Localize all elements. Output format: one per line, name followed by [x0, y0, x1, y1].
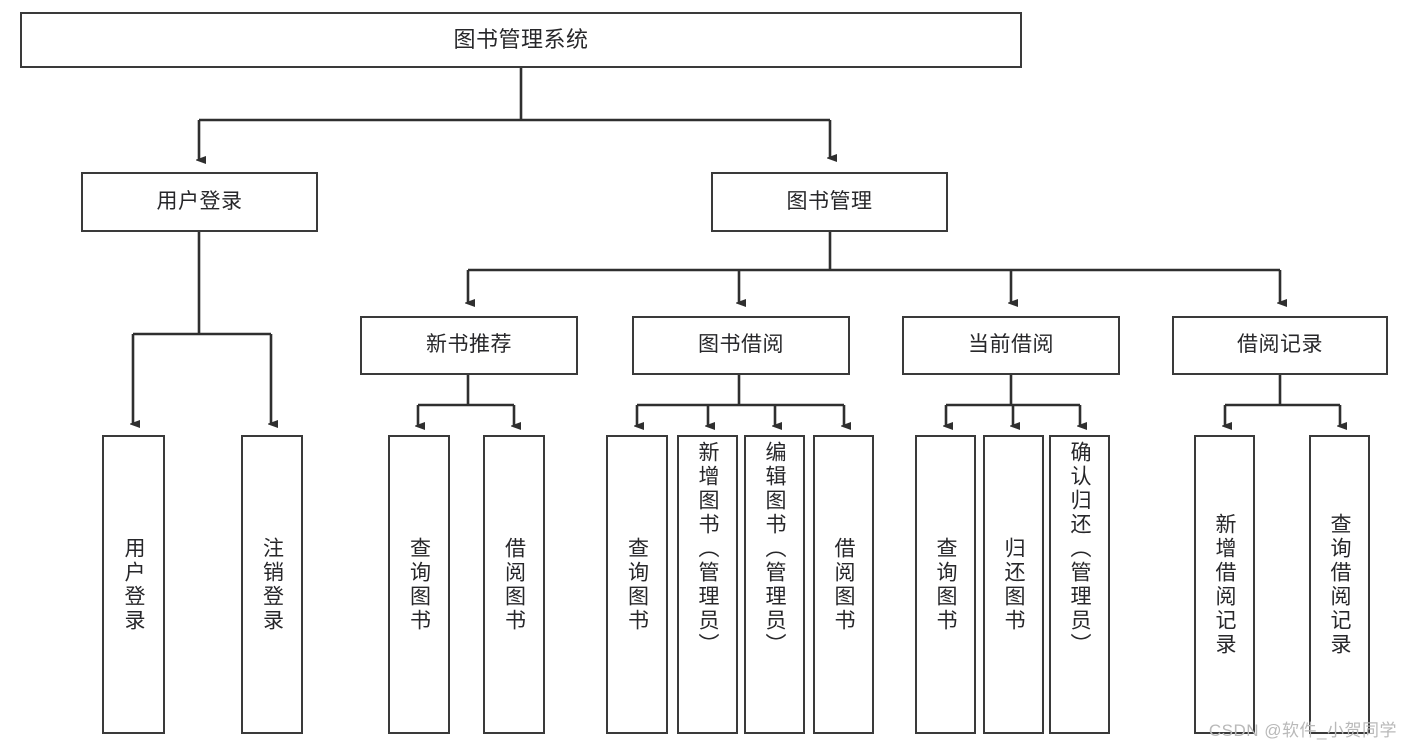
leaf-add-book-admin[interactable]: 新增图书（管理员）	[677, 435, 738, 734]
node-label: 新增借阅记录	[1213, 512, 1236, 657]
node-book-borrow[interactable]: 图书借阅	[632, 316, 850, 375]
node-label: 查询图书	[625, 536, 649, 633]
node-book-management[interactable]: 图书管理	[711, 172, 948, 232]
leaf-return-book[interactable]: 归还图书	[983, 435, 1044, 734]
node-label: 图书管理系统	[453, 27, 589, 53]
node-label: 用户登录	[122, 536, 145, 633]
node-new-book-recommend[interactable]: 新书推荐	[360, 316, 578, 375]
leaf-user-login[interactable]: 用户登录	[102, 435, 165, 734]
node-label: 编辑图书（管理员）	[763, 441, 786, 657]
node-label: 新增图书（管理员）	[696, 441, 719, 657]
node-label: 新书推荐	[426, 333, 512, 357]
node-label: 图书借阅	[698, 333, 784, 357]
leaf-query-book-recommend[interactable]: 查询图书	[388, 435, 450, 734]
node-label: 借阅记录	[1237, 333, 1323, 357]
node-label: 查询借阅记录	[1328, 512, 1351, 657]
node-label: 查询图书	[407, 536, 431, 633]
node-label: 注销登录	[260, 536, 284, 633]
node-book-management-system[interactable]: 图书管理系统	[20, 12, 1022, 68]
node-label: 图书管理	[786, 189, 873, 213]
leaf-edit-book-admin[interactable]: 编辑图书（管理员）	[744, 435, 805, 734]
node-current-borrow[interactable]: 当前借阅	[902, 316, 1120, 375]
node-user-login[interactable]: 用户登录	[81, 172, 318, 232]
leaf-query-book-borrow[interactable]: 查询图书	[606, 435, 668, 734]
node-label: 用户登录	[156, 189, 243, 213]
node-label: 确认归还（管理员）	[1068, 441, 1091, 657]
node-label: 归还图书	[1002, 536, 1025, 633]
node-label: 当前借阅	[968, 333, 1054, 357]
leaf-borrow-book[interactable]: 借阅图书	[813, 435, 874, 734]
leaf-query-borrow-record[interactable]: 查询借阅记录	[1309, 435, 1370, 734]
leaf-logout-login[interactable]: 注销登录	[241, 435, 303, 734]
node-label: 借阅图书	[502, 536, 526, 633]
leaf-add-borrow-record[interactable]: 新增借阅记录	[1194, 435, 1255, 734]
node-label: 查询图书	[934, 536, 957, 633]
leaf-borrow-book-recommend[interactable]: 借阅图书	[483, 435, 545, 734]
leaf-query-book-current[interactable]: 查询图书	[915, 435, 976, 734]
node-borrow-record[interactable]: 借阅记录	[1172, 316, 1388, 375]
watermark-text: CSDN @软件_小贺同学	[1208, 721, 1397, 740]
leaf-confirm-return-admin[interactable]: 确认归还（管理员）	[1049, 435, 1110, 734]
node-label: 借阅图书	[832, 536, 855, 633]
